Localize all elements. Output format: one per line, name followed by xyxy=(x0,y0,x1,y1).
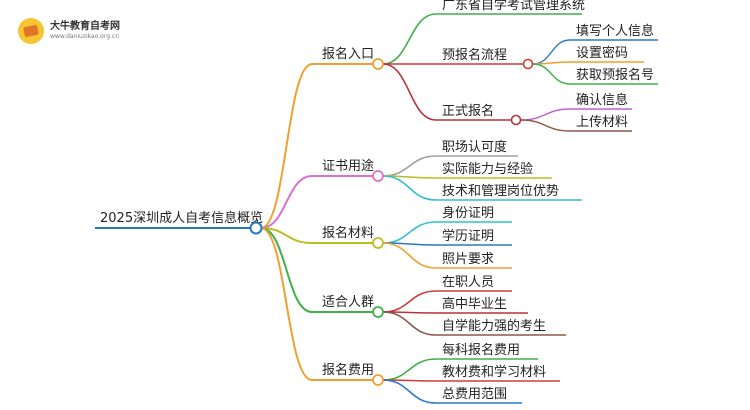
leaf-connector xyxy=(382,379,437,404)
sub-label: 上传材料 xyxy=(576,115,628,130)
sub-connector xyxy=(520,119,571,132)
branch-node-circle xyxy=(372,306,384,318)
leaf-label: 在职人员 xyxy=(442,275,494,290)
branch-connector xyxy=(260,175,313,229)
leaf-label: 照片要求 xyxy=(442,252,494,267)
leaf-label: 身份证明 xyxy=(442,205,494,221)
branch-label: 适合人群 xyxy=(322,295,374,310)
leaf-label: 高中毕业生 xyxy=(442,296,507,312)
branch-connector xyxy=(260,63,313,229)
book-icon xyxy=(18,18,44,44)
branch-connector xyxy=(260,227,313,381)
sub-connector xyxy=(520,108,571,121)
branch-node-circle xyxy=(372,58,384,70)
leaf-label: 每科报名费用 xyxy=(442,342,520,358)
leaf-label: 总费用范围 xyxy=(442,387,507,402)
brand-url: www.daniuzikao.org.cn xyxy=(50,33,120,40)
brand-logo: 大牛教育自考网 www.daniuzikao.org.cn xyxy=(18,18,120,44)
branch-node-circle xyxy=(372,374,384,386)
leaf-connector xyxy=(382,311,437,336)
brand-name: 大牛教育自考网 xyxy=(50,21,120,32)
root-label: 2025深圳成人自考信息概览 xyxy=(100,210,263,226)
leaf-connector xyxy=(382,175,437,201)
leaf-label: 教材费和学习材料 xyxy=(442,364,546,380)
branch-node-circle xyxy=(372,237,384,249)
leaf-connector xyxy=(382,155,437,177)
leaf-connector xyxy=(382,358,437,381)
branch-connector xyxy=(260,227,313,313)
leaf-connector xyxy=(382,290,437,313)
leaf-label: 预报名流程 xyxy=(442,47,507,63)
leaf-connector xyxy=(382,13,437,65)
leaf-connector xyxy=(382,221,437,244)
sub-label: 设置密码 xyxy=(576,45,628,61)
branch-label: 报名入口 xyxy=(322,46,374,62)
leaf-label: 学历证明 xyxy=(442,228,494,244)
sub-connector xyxy=(532,39,571,65)
sub-connector xyxy=(532,63,571,85)
leaf-connector xyxy=(382,242,437,269)
leaf-connector xyxy=(382,63,437,121)
sub-label: 填写个人信息 xyxy=(576,23,654,39)
sub-label: 确认信息 xyxy=(576,92,628,108)
branch-connector xyxy=(260,227,313,244)
root-node-circle xyxy=(249,221,263,235)
leaf-node-circle xyxy=(510,114,522,126)
sub-label: 获取预报名号 xyxy=(576,67,654,83)
leaf-label: 实际能力与经验 xyxy=(442,161,533,177)
branch-label: 报名费用 xyxy=(322,362,374,378)
leaf-label: 技术和管理岗位优势 xyxy=(442,183,559,199)
leaf-node-circle xyxy=(522,58,534,70)
leaf-label: 广东省自学考试管理系统 xyxy=(442,0,585,13)
branch-label: 证书用途 xyxy=(322,158,374,174)
leaf-label: 自学能力强的考生 xyxy=(442,318,546,334)
leaf-label: 正式报名 xyxy=(442,103,494,119)
leaf-label: 职场认可度 xyxy=(442,139,507,155)
branch-node-circle xyxy=(372,170,384,182)
branch-label: 报名材料 xyxy=(322,225,374,241)
